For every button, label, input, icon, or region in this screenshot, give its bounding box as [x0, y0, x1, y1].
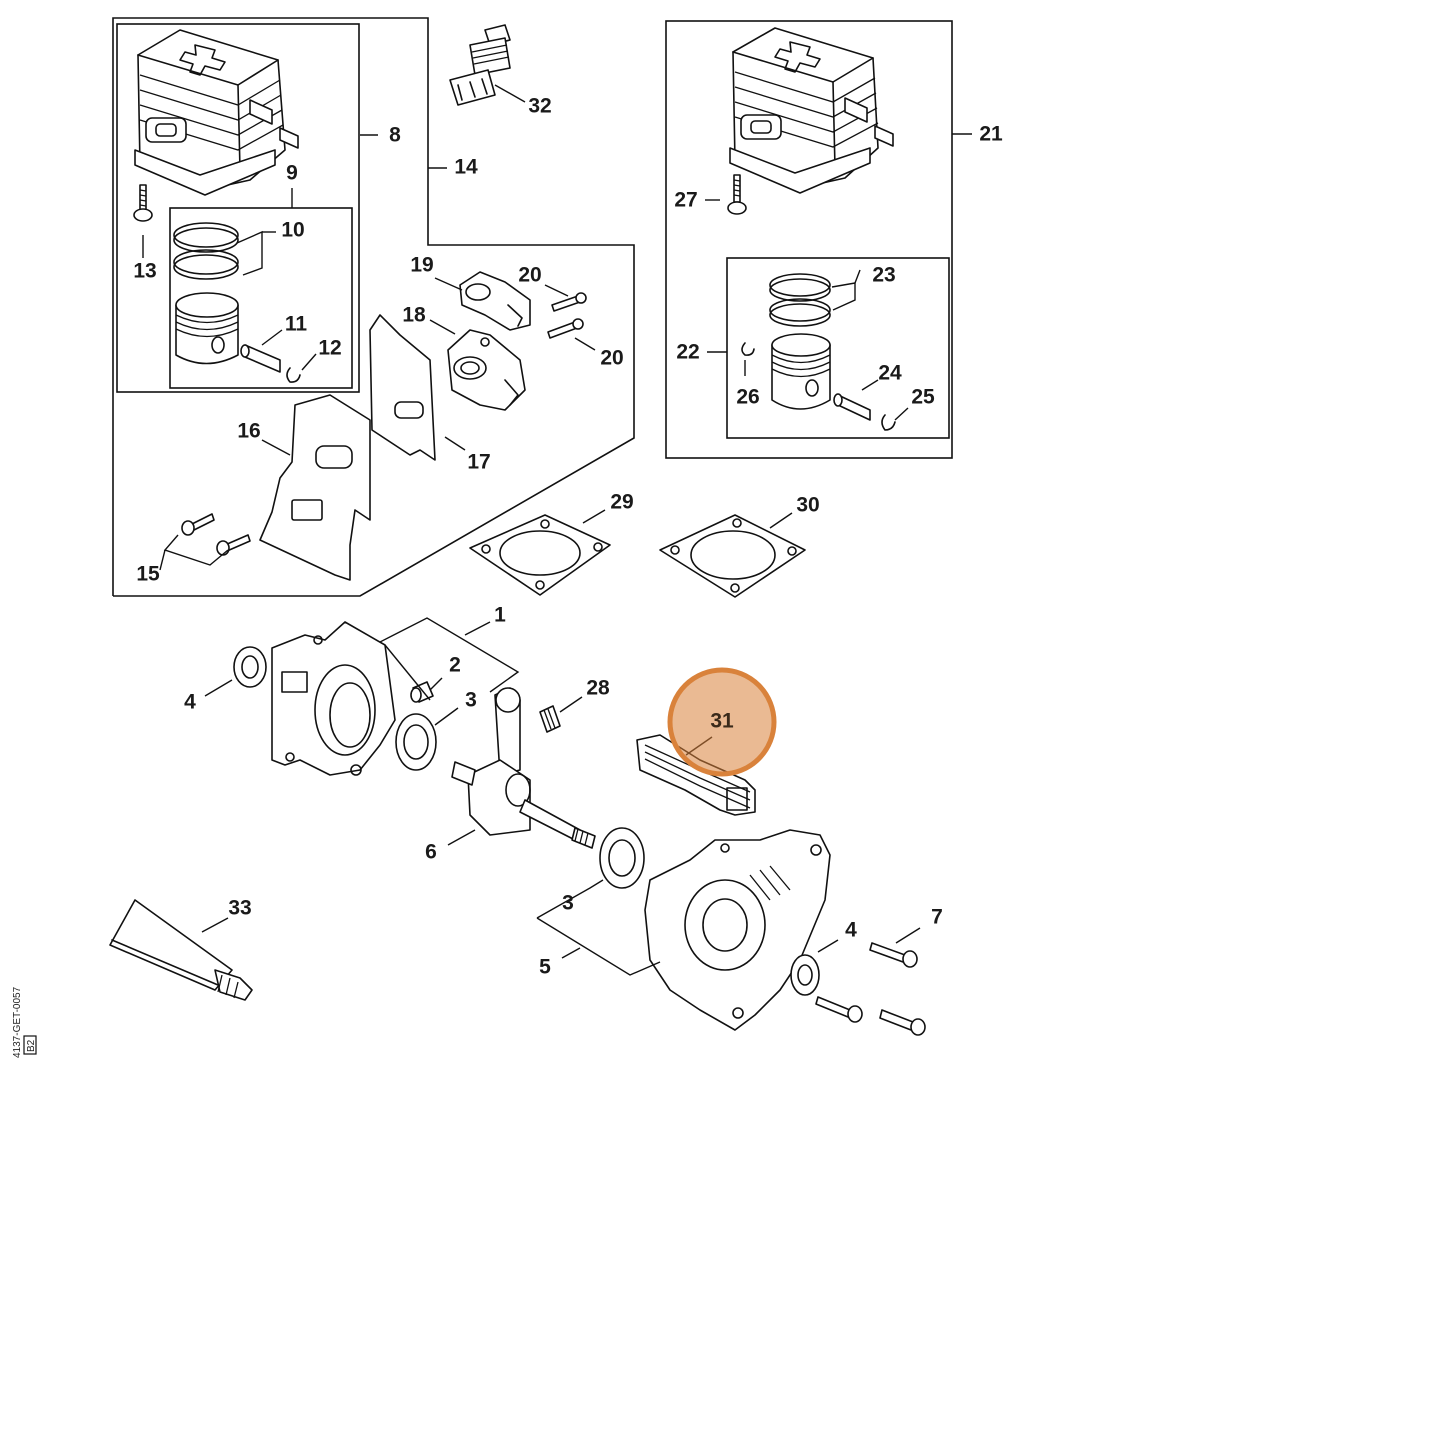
flange-part-18 — [447, 329, 526, 411]
piston-rings-part-23 — [769, 273, 831, 327]
label-5[interactable]: 5 — [539, 956, 551, 979]
label-12[interactable]: 12 — [318, 337, 341, 360]
label-22[interactable]: 22 — [676, 341, 699, 364]
seal-part-4a — [233, 646, 267, 688]
label-30[interactable]: 30 — [796, 494, 819, 517]
label-17[interactable]: 17 — [467, 451, 490, 474]
group-box-14 — [112, 17, 635, 597]
label-11[interactable]: 11 — [285, 313, 308, 336]
label-3a[interactable]: 3 — [465, 689, 477, 712]
label-7[interactable]: 7 — [931, 906, 943, 929]
screw-part-20a — [551, 292, 587, 312]
gasket-part-17 — [369, 314, 436, 461]
cylinder-part-8 — [134, 29, 299, 196]
label-14[interactable]: 14 — [454, 156, 478, 179]
label-8[interactable]: 8 — [389, 124, 401, 147]
label-20a[interactable]: 20 — [518, 264, 541, 287]
label-15[interactable]: 15 — [136, 563, 160, 586]
label-18[interactable]: 18 — [402, 304, 426, 327]
grease-tube-part-33 — [109, 899, 253, 1001]
label-6[interactable]: 6 — [425, 841, 437, 864]
group-box-9 — [169, 207, 353, 389]
bearing-part-3b — [599, 827, 645, 889]
label-24[interactable]: 24 — [878, 362, 902, 385]
needle-cage-part-28 — [539, 705, 561, 733]
label-32[interactable]: 32 — [528, 95, 551, 118]
seal-part-4b — [790, 954, 820, 996]
screw-part-15a — [181, 513, 215, 536]
label-13[interactable]: 13 — [133, 260, 156, 283]
label-4a[interactable]: 4 — [184, 691, 196, 714]
label-2[interactable]: 2 — [449, 654, 461, 677]
label-29[interactable]: 29 — [610, 491, 633, 514]
label-10[interactable]: 10 — [281, 219, 304, 242]
group-box-22 — [726, 257, 950, 439]
label-23[interactable]: 23 — [872, 264, 895, 287]
shroud-part-16 — [259, 394, 371, 581]
label-27[interactable]: 27 — [674, 189, 697, 212]
screw-part-7b — [815, 996, 863, 1023]
label-19[interactable]: 19 — [410, 254, 433, 277]
screw-part-7c — [879, 1009, 926, 1036]
screw-part-27 — [727, 174, 747, 215]
side-code-box-text: B2 — [26, 1039, 37, 1052]
label-16[interactable]: 16 — [237, 420, 260, 443]
piston-rings-part-10 — [173, 222, 239, 280]
screw-part-7a — [869, 942, 918, 968]
screw-part-15b — [216, 534, 251, 556]
piston-part-11 — [175, 292, 301, 383]
side-reference-code: 4137-GET-0057 — [12, 986, 23, 1058]
crankshaft-part-6 — [451, 687, 596, 849]
crankcase-part-5 — [644, 829, 831, 1031]
group-box-21 — [665, 20, 953, 459]
label-21[interactable]: 21 — [979, 123, 1003, 146]
label-20b[interactable]: 20 — [600, 347, 623, 370]
label-28[interactable]: 28 — [586, 677, 610, 700]
highlight-circle — [667, 667, 777, 777]
screw-part-13 — [133, 184, 153, 222]
label-31[interactable]: 31 — [710, 710, 734, 733]
gasket-part-29 — [469, 514, 611, 596]
screw-part-20b — [547, 318, 584, 339]
label-33[interactable]: 33 — [228, 897, 251, 920]
label-25[interactable]: 25 — [911, 386, 935, 409]
side-code-text: 4137-GET-0057 — [12, 986, 23, 1058]
label-4b[interactable]: 4 — [845, 919, 857, 942]
gasket-part-30 — [659, 514, 806, 598]
label-9[interactable]: 9 — [286, 162, 298, 185]
spark-plug-part-32 — [449, 24, 511, 106]
label-3b[interactable]: 3 — [562, 892, 574, 915]
intake-part-19 — [459, 271, 531, 331]
crankcase-part-1 — [271, 621, 396, 776]
callout-labels: 1 2 3 3 4 4 5 6 7 8 9 10 11 12 13 14 15 … — [133, 95, 1003, 979]
group-box-8 — [116, 23, 360, 393]
piston-part-24 — [741, 333, 896, 431]
label-1[interactable]: 1 — [494, 604, 506, 627]
cylinder-part-21 — [729, 27, 894, 194]
bearing-part-3a — [395, 713, 437, 771]
label-26[interactable]: 26 — [736, 386, 759, 409]
side-code-box: B2 — [23, 1035, 37, 1055]
